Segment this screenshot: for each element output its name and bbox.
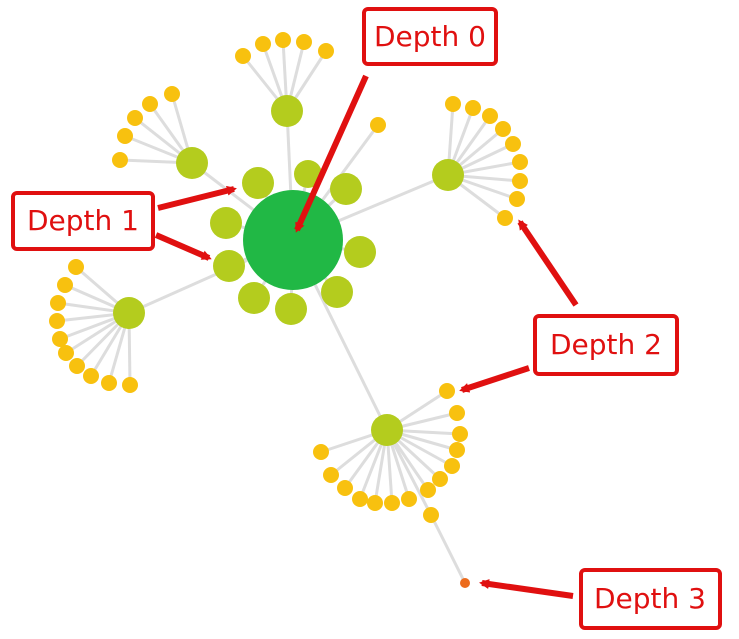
depth-1-hub-node [176, 147, 208, 179]
depth-0-root-node [243, 190, 343, 290]
node-layer [49, 32, 528, 588]
depth-2-node [384, 495, 400, 511]
depth-1-hub-node [432, 159, 464, 191]
arrow-depth-2-a [517, 219, 579, 307]
depth-2-node [49, 313, 65, 329]
depth-2-node [117, 128, 133, 144]
label-depth-2: Depth 2 [550, 328, 662, 361]
callout-box-depth-0 [362, 7, 498, 66]
depth-1-node [344, 236, 376, 268]
depth-2-node [313, 444, 329, 460]
depth-2-node [122, 377, 138, 393]
depth-2-node [52, 331, 68, 347]
callout-depth-1: Depth 1 [11, 185, 237, 261]
depth-2-node [58, 345, 74, 361]
depth-2-node [142, 96, 158, 112]
depth-2-node [482, 108, 498, 124]
depth-2-node [445, 96, 461, 112]
depth-1-node [321, 276, 353, 308]
depth-2-node [509, 191, 525, 207]
depth-2-node [367, 495, 383, 511]
depth-2-node [449, 442, 465, 458]
callout-depth-2: Depth 2 [459, 219, 679, 393]
depth-2-node [452, 426, 468, 442]
depth-1-node [330, 173, 362, 205]
label-depth-1: Depth 1 [27, 204, 139, 237]
depth-2-node [337, 480, 353, 496]
callout-depth-3: Depth 3 [479, 568, 722, 630]
depth-1-hub-node [271, 95, 303, 127]
depth-2-node [420, 482, 436, 498]
depth-2-node [444, 458, 460, 474]
depth-1-hub-node [113, 297, 145, 329]
callout-box-depth-1 [11, 191, 155, 251]
label-depth-3: Depth 3 [594, 582, 706, 615]
label-depth-0: Depth 0 [374, 20, 486, 53]
depth-2-node [57, 277, 73, 293]
depth-2-node [275, 32, 291, 48]
depth-2-node [512, 173, 528, 189]
callout-box-depth-3 [579, 568, 722, 630]
depth-2-node [112, 152, 128, 168]
arrow-depth-3 [479, 579, 574, 599]
depth-1-hub-node [371, 414, 403, 446]
depth-2-node [495, 121, 511, 137]
depth-2-node [164, 86, 180, 102]
depth-2-node [497, 210, 513, 226]
depth-2-node [323, 467, 339, 483]
depth-2-node [83, 368, 99, 384]
depth-2-node [512, 154, 528, 170]
arrow-depth-1-a [157, 185, 237, 211]
depth-1-node [238, 282, 270, 314]
depth-1-node [210, 207, 242, 239]
depth-2-node [101, 375, 117, 391]
depth-2-node [401, 491, 417, 507]
depth-2-node [423, 507, 439, 523]
arrow-depth-2-b [459, 365, 530, 393]
depth-1-node [242, 167, 274, 199]
depth-2-node [296, 34, 312, 50]
depth-2-node [432, 471, 448, 487]
depth-2-node [465, 100, 481, 116]
depth-2-node [255, 36, 271, 52]
callout-box-depth-2 [533, 314, 679, 376]
depth-3-node [460, 578, 470, 588]
depth-2-node [439, 383, 455, 399]
arrow-depth-0 [294, 74, 369, 233]
depth-2-node [68, 259, 84, 275]
depth-2-node [127, 110, 143, 126]
depth-2-node [505, 136, 521, 152]
depth-1-node [213, 250, 245, 282]
depth-2-node [69, 358, 85, 374]
callout-depth-0: Depth 0 [294, 7, 498, 233]
depth-2-node [235, 48, 251, 64]
depth-2-node [370, 117, 386, 133]
depth-1-node [294, 160, 322, 188]
depth-2-node [50, 295, 66, 311]
depth-2-node [352, 491, 368, 507]
depth-2-node [449, 405, 465, 421]
arrow-depth-1-b [154, 232, 212, 261]
depth-2-node [318, 43, 334, 59]
depth-1-node [275, 293, 307, 325]
edge-chain-depth3 [429, 514, 467, 584]
